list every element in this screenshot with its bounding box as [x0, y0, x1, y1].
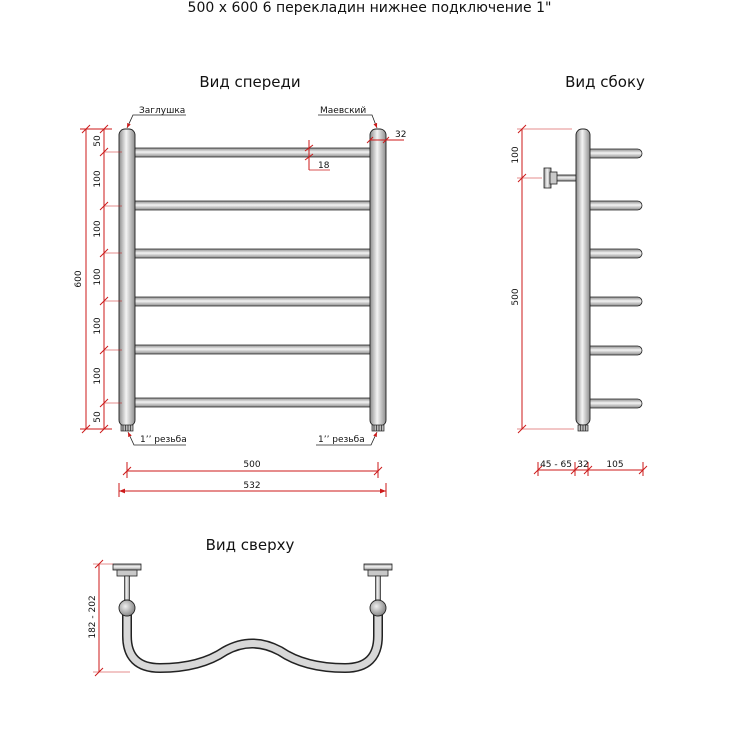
width-total-label: 532 — [243, 481, 260, 491]
side-height-label: 500 — [511, 288, 521, 305]
side-bar-6 — [585, 398, 643, 409]
top-bar-inner — [123, 604, 382, 672]
thread-right-leader — [316, 431, 378, 446]
front-bar-3 — [121, 248, 383, 259]
front-bar-1 — [121, 147, 383, 158]
side-bar-3 — [585, 248, 643, 259]
spacing-label-3: 100 — [93, 220, 103, 237]
top-view-title: Вид сверху — [205, 536, 295, 554]
vent-leader — [318, 114, 378, 129]
side-bracket — [543, 167, 577, 189]
top-bar-outer — [122, 603, 383, 673]
bar-diameter-label: 18 — [318, 161, 330, 171]
front-height-label: 600 — [74, 270, 84, 287]
side-vertical-dimensions — [517, 124, 574, 434]
side-view: 100 500 45 - 65 32 105 — [511, 124, 648, 476]
front-height-dimension — [80, 124, 112, 434]
spacing-label-1: 50 — [93, 135, 103, 147]
side-pipe-diameter-label: 32 — [577, 460, 588, 470]
thread-left-label: 1’’ резьба — [140, 435, 187, 445]
front-bar-5 — [121, 344, 383, 355]
side-top-offset-label: 100 — [511, 146, 521, 163]
side-thread — [577, 424, 589, 432]
front-left-thread — [120, 424, 134, 432]
plug-label: Заглушка — [139, 106, 185, 116]
side-bar-1 — [585, 148, 643, 159]
bar-diameter-dimension — [304, 140, 330, 171]
page-title: 500 x 600 6 перекладин нижнее подключени… — [187, 0, 552, 16]
front-left-pipe — [118, 128, 136, 427]
thread-left-leader — [127, 431, 186, 446]
front-view-title: Вид спереди — [199, 73, 301, 91]
top-left-mount — [112, 563, 142, 617]
front-bar-2 — [121, 200, 383, 211]
side-view-title: Вид сбоку — [565, 73, 645, 91]
top-depth-label: 182 - 202 — [88, 595, 98, 638]
side-pipe — [575, 128, 591, 426]
spacing-label-4: 100 — [93, 268, 103, 285]
top-depth-dimension — [93, 559, 130, 677]
front-bars — [121, 147, 383, 408]
pipe-diameter-label: 32 — [395, 130, 406, 140]
width-centers-dimension — [122, 462, 383, 478]
top-view: 182 - 202 — [88, 559, 393, 677]
vent-label: Маевский — [320, 106, 366, 116]
pipe-diameter-dimension — [366, 136, 404, 144]
front-right-thread — [371, 424, 385, 432]
side-bar-4 — [585, 296, 643, 307]
spacing-label-5: 100 — [93, 317, 103, 334]
spacing-label-7: 50 — [93, 411, 103, 423]
width-total-dimension — [118, 483, 387, 497]
width-centers-label: 500 — [243, 460, 260, 470]
front-right-pipe — [369, 128, 387, 427]
side-bar-depth-label: 105 — [606, 460, 623, 470]
side-horizontal-dimensions — [533, 462, 648, 476]
spacing-label-2: 100 — [93, 170, 103, 187]
side-bar-5 — [585, 345, 643, 356]
front-spacing-chain — [99, 124, 122, 434]
front-bar-6 — [121, 397, 383, 408]
side-bars — [585, 148, 643, 409]
top-right-mount — [363, 563, 393, 617]
side-bar-2 — [585, 200, 643, 211]
front-view: Заглушка Маевский 1’’ резьба 1’’ резьба … — [74, 106, 406, 497]
front-bar-4 — [121, 296, 383, 307]
plug-leader — [126, 114, 186, 129]
side-wall-distance-label: 45 - 65 — [540, 460, 572, 470]
spacing-label-6: 100 — [93, 367, 103, 384]
thread-right-label: 1’’ резьба — [318, 435, 365, 445]
